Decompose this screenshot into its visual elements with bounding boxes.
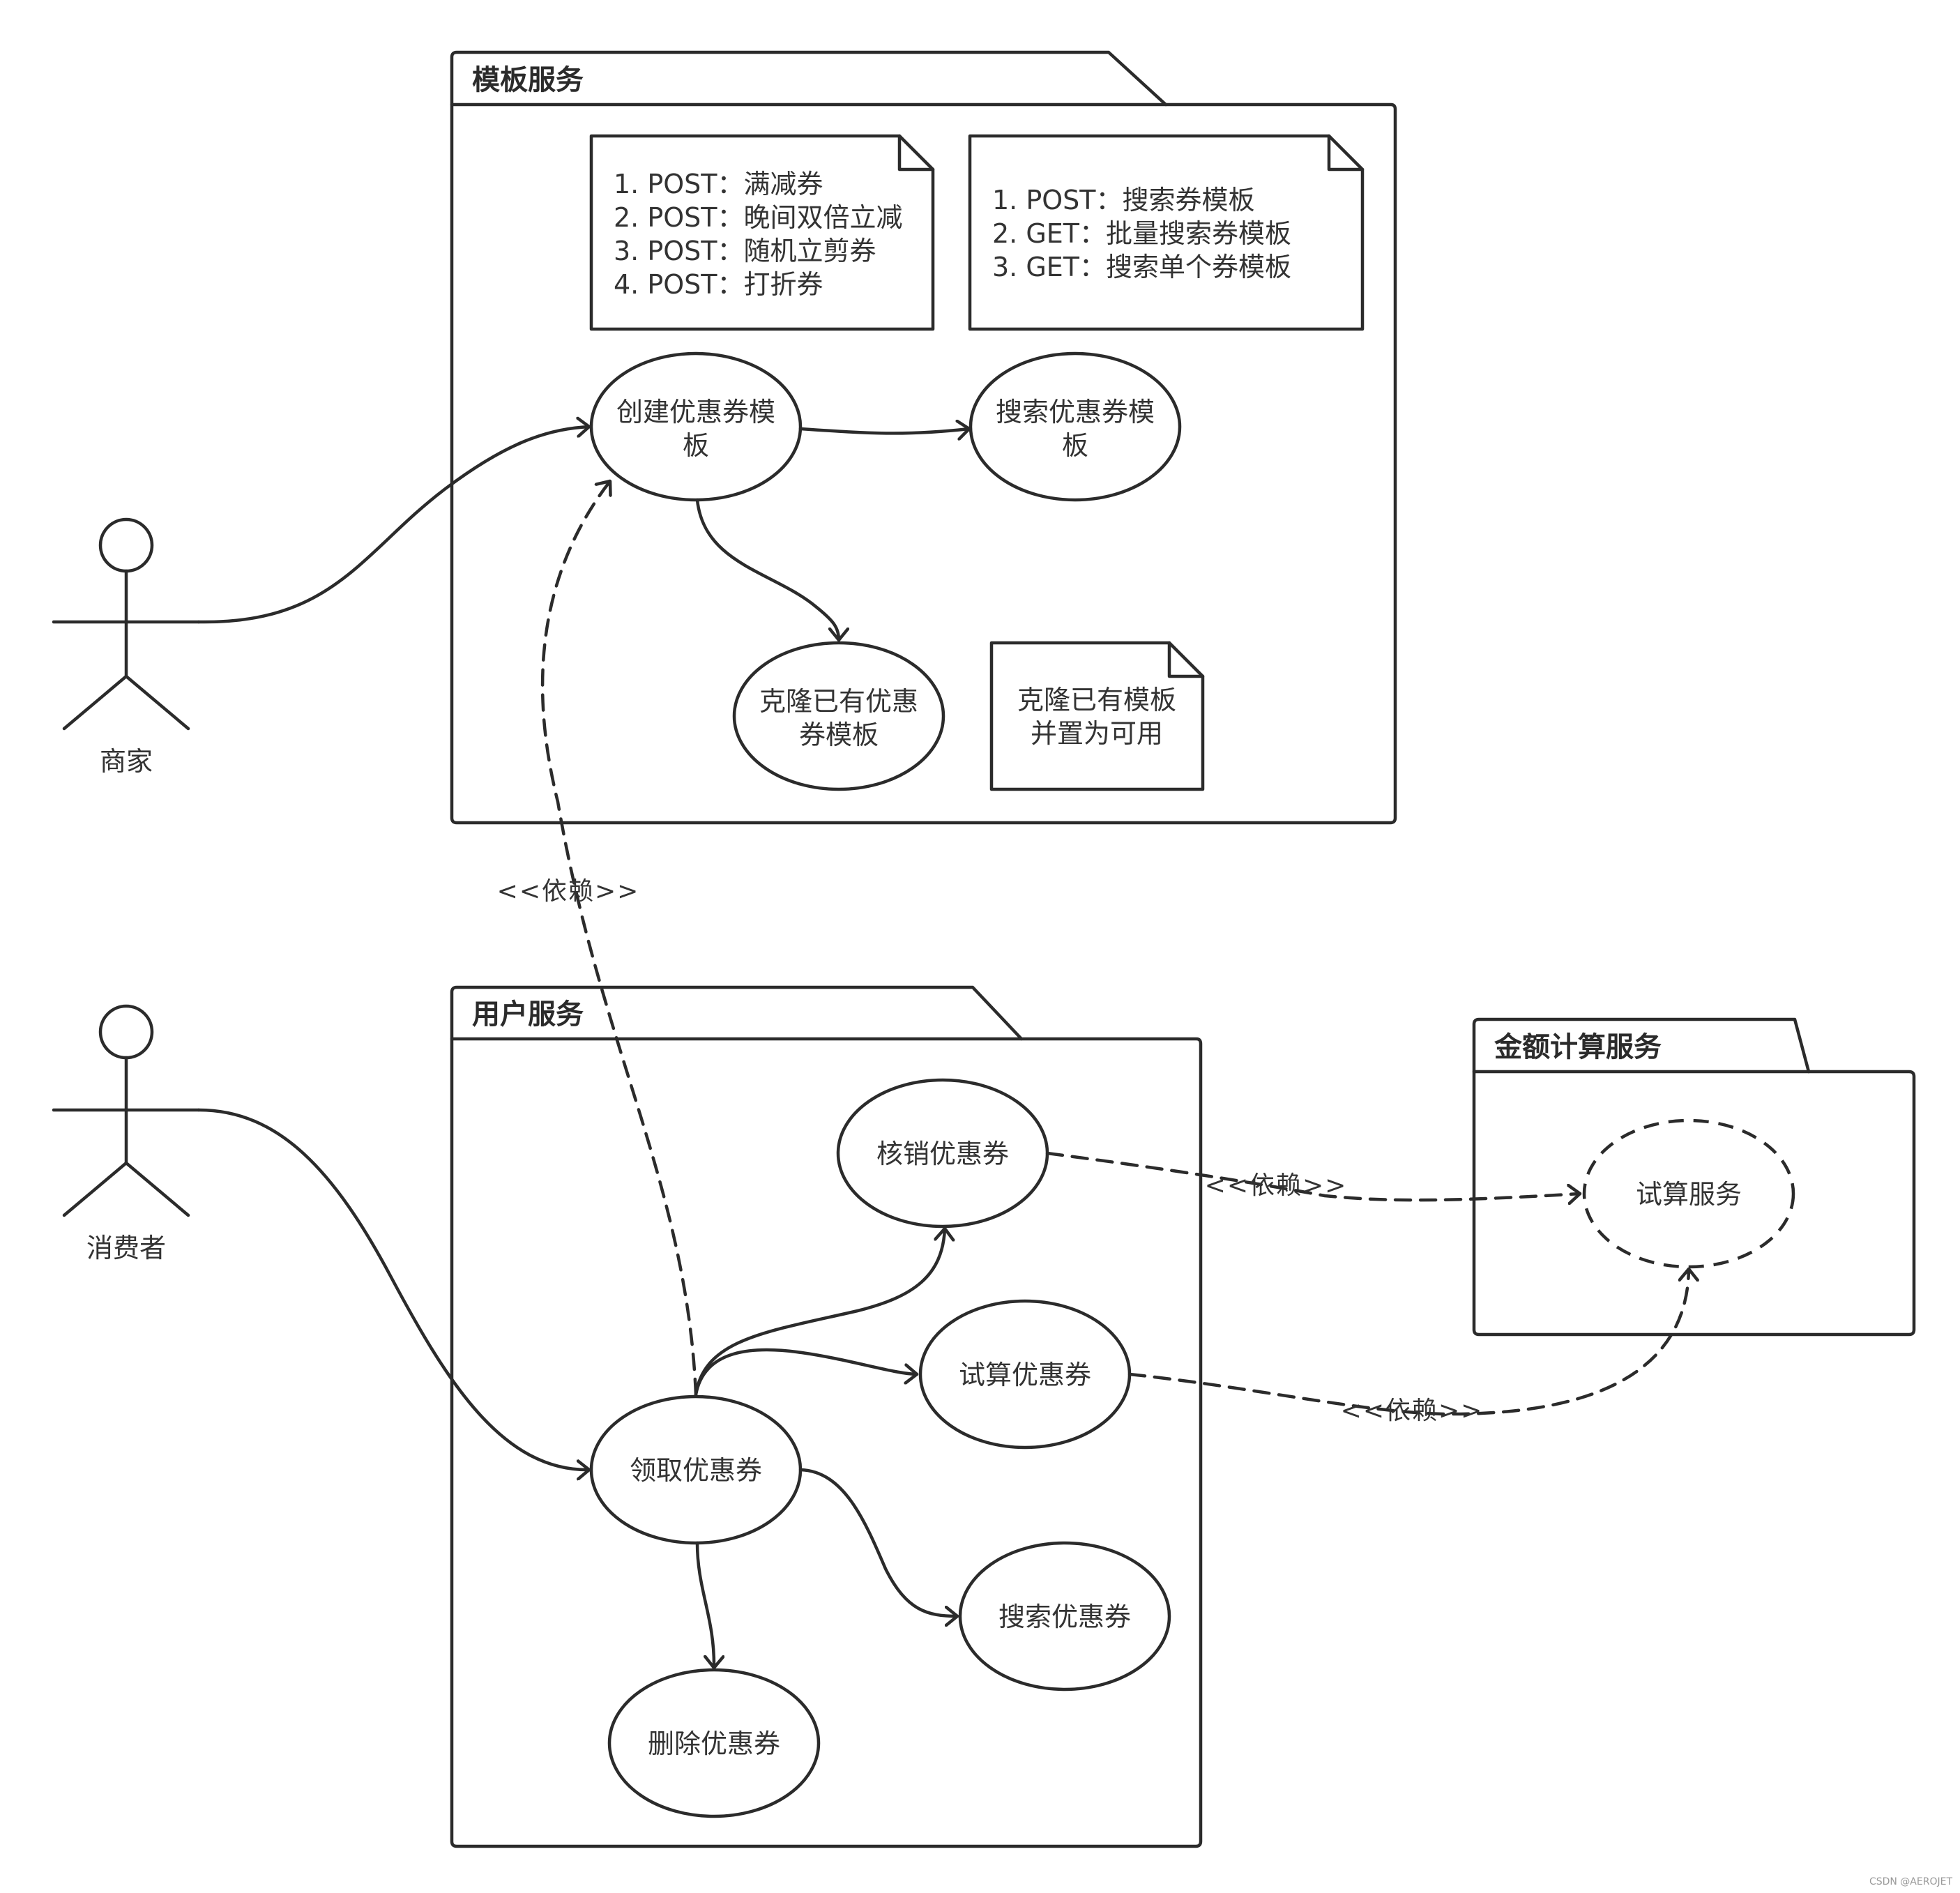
actor-label-merchant: 商家 bbox=[100, 746, 153, 777]
actor-merchant: 商家 bbox=[52, 517, 201, 777]
note-line: 2. GET：批量搜索券模板 bbox=[992, 218, 1291, 249]
relation-claim-search-coupon bbox=[798, 1468, 959, 1616]
use-case-label: 领取优惠券 bbox=[630, 1455, 762, 1486]
relation-create-clone-template bbox=[695, 498, 839, 642]
relation-claim-delete bbox=[695, 1541, 714, 1670]
use-case-label: 核销优惠券 bbox=[876, 1139, 1009, 1169]
dependency-trial-trial-service bbox=[1127, 1267, 1689, 1416]
note-line: 1. POST：满减券 bbox=[614, 169, 823, 199]
use-case-redeem-coupon[interactable]: 核销优惠券 bbox=[836, 1078, 1049, 1229]
note-line: 克隆已有模板 bbox=[1017, 685, 1176, 715]
use-case-claim-coupon[interactable]: 领取优惠券 bbox=[589, 1394, 803, 1545]
note-search-apis: 1. POST：搜索券模板 2. GET：批量搜索券模板 3. GET：搜索单个… bbox=[968, 134, 1365, 331]
association-consumer-claim bbox=[197, 1108, 591, 1470]
use-case-search-template[interactable]: 搜索优惠券模 板 bbox=[968, 351, 1182, 502]
note-clone: 克隆已有模板 并置为可用 bbox=[989, 641, 1205, 791]
use-case-search-coupon[interactable]: 搜索优惠券 bbox=[958, 1541, 1171, 1691]
watermark: CSDN @AEROJET bbox=[1869, 1876, 1953, 1887]
use-case-label: 板 bbox=[683, 430, 709, 461]
relation-claim-trial bbox=[694, 1348, 919, 1397]
package-title-amount-service: 金额计算服务 bbox=[1494, 1031, 1662, 1063]
package-title-template-service: 模板服务 bbox=[472, 64, 584, 96]
use-case-label: 搜索优惠券模 bbox=[996, 397, 1155, 427]
use-case-trial-coupon[interactable]: 试算优惠券 bbox=[918, 1299, 1132, 1450]
use-case-label: 搜索优惠券 bbox=[998, 1602, 1131, 1632]
use-case-label: 试算优惠券 bbox=[959, 1360, 1091, 1390]
note-create-apis: 1. POST：满减券 2. POST：晚间双倍立减 3. POST：随机立剪券… bbox=[589, 134, 935, 331]
note-line: 1. POST：搜索券模板 bbox=[992, 185, 1255, 215]
relation-claim-redeem bbox=[694, 1226, 945, 1397]
use-case-label: 克隆已有优惠 bbox=[759, 686, 918, 717]
dependency-claim-create bbox=[540, 479, 698, 1397]
actor-label-consumer: 消费者 bbox=[86, 1233, 166, 1263]
use-case-trial-service[interactable]: 试算服务 bbox=[1582, 1118, 1795, 1269]
note-line: 3. POST：随机立剪券 bbox=[614, 236, 876, 266]
use-case-label: 删除优惠券 bbox=[648, 1728, 780, 1759]
use-case-delete-coupon[interactable]: 删除优惠券 bbox=[607, 1668, 821, 1818]
use-case-create-template[interactable]: 创建优惠券模 板 bbox=[589, 351, 803, 502]
dependency-redeem-trial-service bbox=[1045, 1151, 1582, 1200]
package-title-user-service: 用户服务 bbox=[472, 998, 584, 1031]
actor-consumer: 消费者 bbox=[52, 1004, 201, 1263]
note-line: 4. POST：打折券 bbox=[614, 269, 823, 300]
use-case-label: 创建优惠券模 bbox=[616, 397, 775, 427]
use-case-label: 券模板 bbox=[799, 720, 879, 750]
note-line: 3. GET：搜索单个券模板 bbox=[992, 252, 1291, 282]
use-case-label: 板 bbox=[1062, 430, 1088, 461]
note-line: 并置为可用 bbox=[1031, 718, 1163, 749]
stereotype-label: <<依赖>> bbox=[1205, 1171, 1348, 1200]
association-merchant-create bbox=[197, 427, 591, 624]
note-line: 2. POST：晚间双倍立减 bbox=[614, 202, 903, 233]
use-case-label: 试算服务 bbox=[1636, 1179, 1742, 1210]
relation-create-search-template bbox=[798, 429, 971, 433]
use-case-clone-template[interactable]: 克隆已有优惠 券模板 bbox=[732, 641, 945, 791]
stereotype-label: <<依赖>> bbox=[1341, 1397, 1484, 1425]
stereotype-label: <<依赖>> bbox=[497, 877, 640, 906]
